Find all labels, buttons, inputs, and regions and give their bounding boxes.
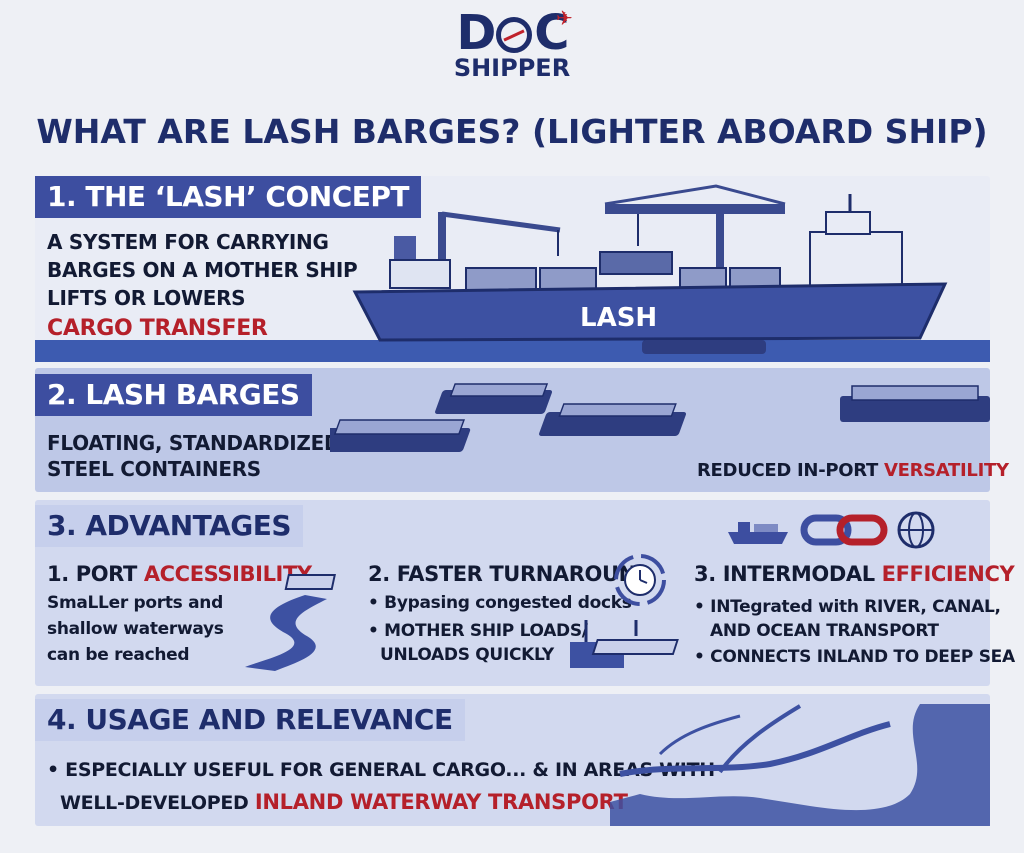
- logo-letter-d: D: [456, 5, 496, 61]
- advantage-3-title-plain: 3. INTERMODAL: [694, 562, 882, 586]
- advantage-1-title-plain: 1. PORT: [47, 562, 144, 586]
- clock-icon: [614, 554, 666, 606]
- advantage-1-line-1: SmaLLer ports and: [47, 593, 223, 613]
- barge-icon: [642, 340, 766, 354]
- airplane-icon: ✈: [556, 6, 573, 30]
- ship-icon: [728, 522, 788, 544]
- crane-icon: [599, 184, 786, 280]
- barges-note-plain: REDUCED IN-PORT: [697, 460, 884, 481]
- advantage-3-title-red: EFFICIENCY: [881, 562, 1015, 586]
- barges-note-red: VERSATILITY: [883, 460, 1009, 481]
- advantage-2-line-3: UNLOADS QUICKLY: [380, 645, 554, 665]
- advantage-3-line-1: • INTegrated with RIVER, CANAL,: [694, 597, 1001, 617]
- river-icon: [245, 574, 336, 671]
- chain-link-icon: [800, 514, 888, 546]
- ship-label: LASH: [580, 303, 658, 333]
- logo-shipper: SHIPPER: [453, 54, 571, 82]
- usage-line-1: • ESPECIALLY USEFUL FOR GENERAL CARGO...…: [47, 759, 715, 781]
- dock-icon: [284, 574, 336, 590]
- concept-heading: 1. THE ‘LASH’ CONCEPT: [35, 176, 421, 218]
- advantage-1-line-3: can be reached: [47, 645, 190, 665]
- barges-line-1: FLOATING, STANDARDIZED: [47, 431, 341, 455]
- floating-barges-illustration: [330, 383, 990, 452]
- barges-line-2: STEEL CONTAINERS: [47, 457, 261, 481]
- advantage-2-line-2: • MOTHER SHIP LOADS/: [368, 621, 588, 641]
- map-icon: [610, 704, 990, 826]
- advantages-heading: 3. ADVANTAGES: [35, 505, 304, 547]
- usage-line-2-plain: WELL-DEVELOPED: [60, 792, 255, 814]
- advantage-1-title: 1. PORT ACCESSIBILITY: [47, 562, 312, 586]
- globe-icon: [897, 511, 935, 549]
- advantage-2-line-1: • Bypasing congested docks: [368, 593, 632, 613]
- logo-letter-c: C: [534, 5, 569, 61]
- advantage-2-title: 2. FASTER TURNAROUND: [368, 562, 653, 586]
- advantage-1-line-2: shallow waterways: [47, 619, 224, 639]
- advantage-3-line-2: AND OCEAN TRANSPORT: [710, 621, 939, 641]
- globe-logo-icon: [496, 17, 533, 53]
- advantage-3-line-3: • CONNECTS INLAND TO DEEP SEA: [694, 647, 1015, 667]
- advantage-3-title: 3. INTERMODAL EFFICIENCY: [694, 562, 1015, 586]
- usage-line-2: WELL-DEVELOPED INLAND WATERWAY TRANSPORT: [60, 789, 628, 816]
- concept-line-3: LIFTS OR LOWERS: [47, 286, 246, 310]
- usage-heading: 4. USAGE AND RELEVANCE: [35, 699, 465, 741]
- barges-note: REDUCED IN-PORT VERSATILITY: [697, 458, 1009, 484]
- concept-line-4: CARGO TRANSFER: [47, 316, 268, 341]
- loading-dock-icon: [570, 620, 679, 668]
- page-title: WHAT ARE LASH BARGES? (LIGHTER ABOARD SH…: [36, 112, 988, 151]
- concept-line-2: BARGES ON A MOTHER SHIP: [47, 258, 358, 282]
- barges-heading: 2. LASH BARGES: [35, 374, 312, 416]
- usage-line-2-red: INLAND WATERWAY TRANSPORT: [254, 790, 628, 814]
- concept-line-1: A SYSTEM FOR CARRYING: [47, 230, 329, 254]
- lash-ship-illustration: [352, 184, 948, 354]
- advantage-1-title-red: ACCESSIBILITY: [143, 562, 312, 586]
